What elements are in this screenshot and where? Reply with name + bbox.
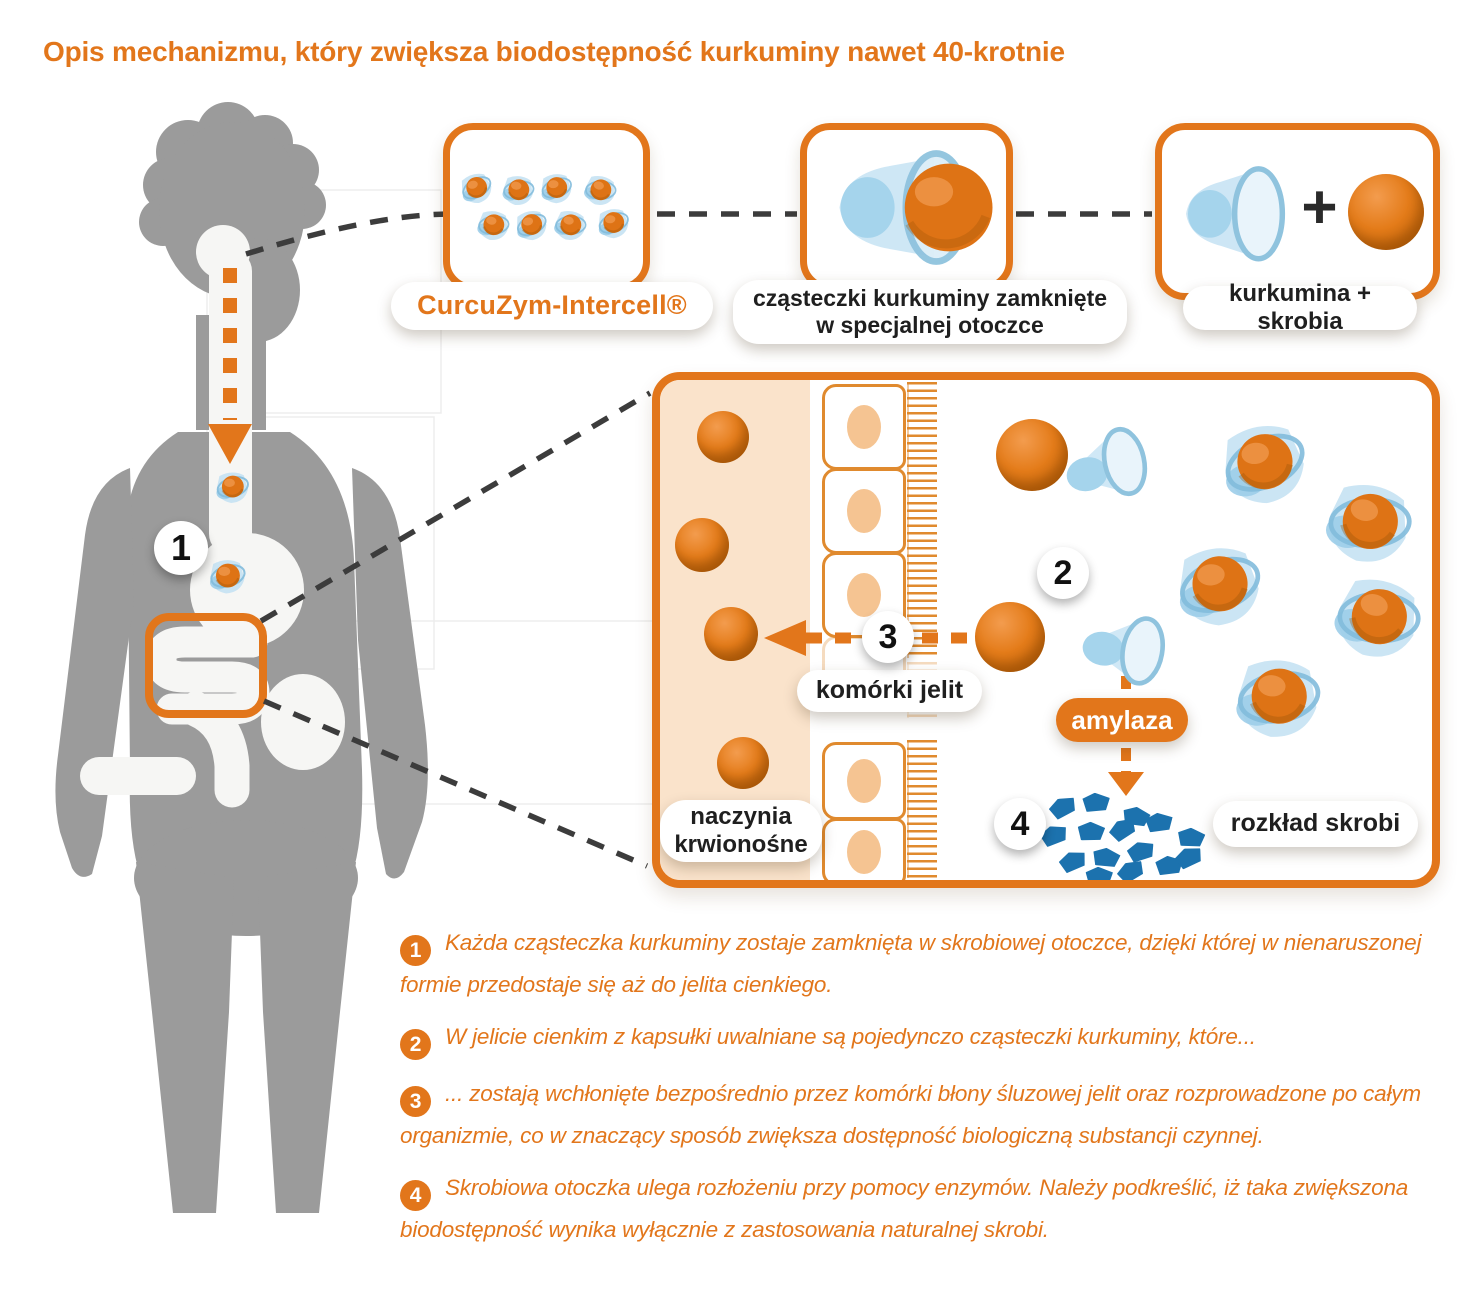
starch-breakdown-label-text: rozkład skrobi <box>1230 809 1401 838</box>
cell-nucleus <box>847 759 881 803</box>
intestine-highlight-box <box>145 613 267 718</box>
intestine-cell <box>822 384 906 470</box>
microvilli-brush-border <box>907 382 937 658</box>
coated-curcumin-icon <box>549 206 592 246</box>
plus-sign: + <box>1301 172 1338 242</box>
intestine-detail-box: 2 3 4 komórki jelit naczynia krwionośne … <box>652 372 1440 888</box>
cell-nucleus <box>847 489 881 533</box>
step-1-marker: 1 <box>154 521 208 575</box>
components-label: kurkumina + skrobia <box>1183 280 1417 335</box>
coated-curcumin-large-icon <box>817 140 997 275</box>
product-label: CurcuZym-Intercell® <box>391 282 713 330</box>
blood-vessels-label-line1: naczynia <box>690 802 792 830</box>
intestine-cell <box>822 742 906 820</box>
step-3-marker: 3 <box>862 611 914 663</box>
components-box: + <box>1155 123 1440 300</box>
coated-curcumin-icon <box>1161 528 1274 641</box>
curcumin-sphere-icon <box>1347 173 1424 250</box>
microvilli-brush-border <box>907 740 937 878</box>
coated-curcumin-icon <box>1203 403 1323 523</box>
coated-label-line1: cząsteczki kurkuminy zamknięte <box>752 284 1108 311</box>
product-box <box>443 123 650 291</box>
page-title: Opis mechanizmu, który zwiększa biodostę… <box>43 36 1065 67</box>
coated-curcumin-icon <box>1219 639 1335 755</box>
intestine-cell <box>822 818 906 880</box>
step-2-text: W jelicie cienkim z kapsułki uwalniane s… <box>445 1024 1256 1049</box>
curcumin-sphere-icon <box>717 737 769 789</box>
step-2-bullet: 2 <box>400 1029 431 1060</box>
curcumin-sphere-icon <box>996 419 1068 491</box>
coated-label-line2: w specjalnej otoczce <box>816 312 1044 338</box>
amylase-label: amylaza <box>1056 698 1188 742</box>
step-4-marker: 4 <box>994 798 1046 850</box>
cell-nucleus <box>847 405 881 449</box>
starch-breakdown-label: rozkład skrobi <box>1213 801 1418 847</box>
components-label-text: kurkumina + skrobia <box>1228 279 1372 335</box>
coated-particle-box <box>800 123 1013 291</box>
step-1-bullet: 1 <box>400 935 431 966</box>
curcumin-sphere-icon <box>697 411 749 463</box>
intestine-cell <box>822 468 906 554</box>
coated-particle-label: cząsteczki kurkuminy zamknięte w specjal… <box>733 280 1127 344</box>
step-text-3: 3... zostają wchłonięte bezpośrednio prz… <box>400 1075 1458 1154</box>
cell-nucleus <box>847 573 881 617</box>
step-4-text: Skrobiowa otoczka ulega rozłożeniu przy … <box>400 1175 1409 1242</box>
step-3-text: ... zostają wchłonięte bezpośrednio prze… <box>400 1081 1421 1148</box>
step-4-bullet: 4 <box>400 1180 431 1211</box>
blood-vessels-label: naczynia krwionośne <box>660 800 822 862</box>
step-1-text: Każda cząsteczka kurkuminy zostaje zamkn… <box>400 930 1422 997</box>
cell-nucleus <box>847 830 881 874</box>
step-2-marker: 2 <box>1037 547 1089 599</box>
amylase-label-text: amylaza <box>1071 704 1173 735</box>
starch-coat-icon <box>1171 157 1291 267</box>
intestine-cells-label: komórki jelit <box>797 670 982 712</box>
curcumin-sphere-icon <box>704 607 758 661</box>
coated-curcumin-icon <box>511 207 553 244</box>
curcumin-sphere-icon <box>675 518 729 572</box>
blood-vessels-label-line2: krwionośne <box>674 831 808 858</box>
swallow-arrow-icon <box>208 268 252 464</box>
product-label-text: CurcuZym-Intercell® <box>417 290 687 321</box>
connector-lines <box>245 211 1152 869</box>
step-text-2: 2 W jelicie cienkim z kapsułki uwalniane … <box>400 1018 1458 1060</box>
intestine-cells-label-text: komórki jelit <box>815 676 964 705</box>
step-3-bullet: 3 <box>400 1086 431 1117</box>
curcumin-sphere-icon <box>975 602 1045 672</box>
coated-curcumin-icon <box>594 206 634 241</box>
